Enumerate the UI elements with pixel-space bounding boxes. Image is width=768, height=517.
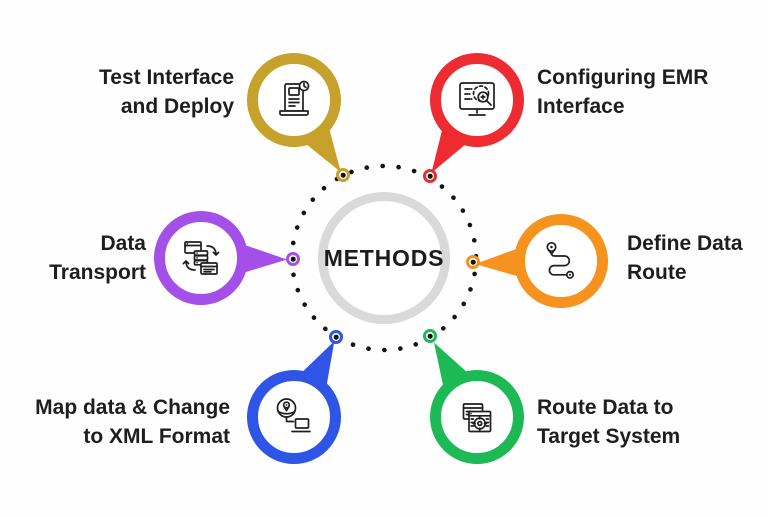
node-label-map-xml: Map data & Change to XML Format bbox=[35, 396, 230, 448]
bubble-map-data-xml bbox=[247, 327, 360, 464]
windows-servers-sync-icon bbox=[177, 234, 225, 282]
window-target-icon bbox=[453, 393, 501, 441]
bubble-ring bbox=[514, 214, 608, 308]
connector-dot-data-transport bbox=[286, 252, 300, 266]
node-label-test-interface: Test Interface and Deploy bbox=[99, 66, 234, 118]
center-methods-circle: METHODS bbox=[318, 192, 450, 324]
connector-dot-route-target bbox=[423, 329, 437, 343]
node-label-route-target: Route Data to Target System bbox=[537, 396, 681, 448]
connector-dot-test-interface bbox=[336, 168, 350, 182]
bubble-test-interface-deploy bbox=[247, 53, 365, 188]
connector-dot-map-xml bbox=[329, 330, 343, 344]
bubble-configuring-emr bbox=[407, 53, 524, 188]
node-label-configuring-emr: Configuring EMR Interface bbox=[537, 66, 709, 118]
connector-dot-configuring-emr bbox=[423, 169, 437, 183]
bubble-ring bbox=[247, 370, 341, 464]
bubble-ring bbox=[430, 53, 524, 147]
route-pin-path-icon bbox=[537, 237, 585, 285]
bubble-route-data-target bbox=[409, 328, 524, 464]
connector-dot-define-route bbox=[466, 255, 480, 269]
center-title: METHODS bbox=[323, 244, 445, 271]
bubble-define-data-route bbox=[474, 214, 608, 308]
globe-pin-laptop-icon bbox=[270, 393, 318, 441]
bubble-data-transport bbox=[154, 211, 288, 305]
bubble-ring bbox=[430, 370, 524, 464]
laptop-clipboard-clock-icon bbox=[270, 76, 318, 124]
node-label-define-route: Define Data Route bbox=[627, 232, 743, 284]
monitor-gear-magnifier-icon bbox=[453, 76, 501, 124]
bubble-ring bbox=[154, 211, 248, 305]
node-label-data-transport: Data Transport bbox=[49, 232, 146, 284]
bubble-ring bbox=[247, 53, 341, 147]
